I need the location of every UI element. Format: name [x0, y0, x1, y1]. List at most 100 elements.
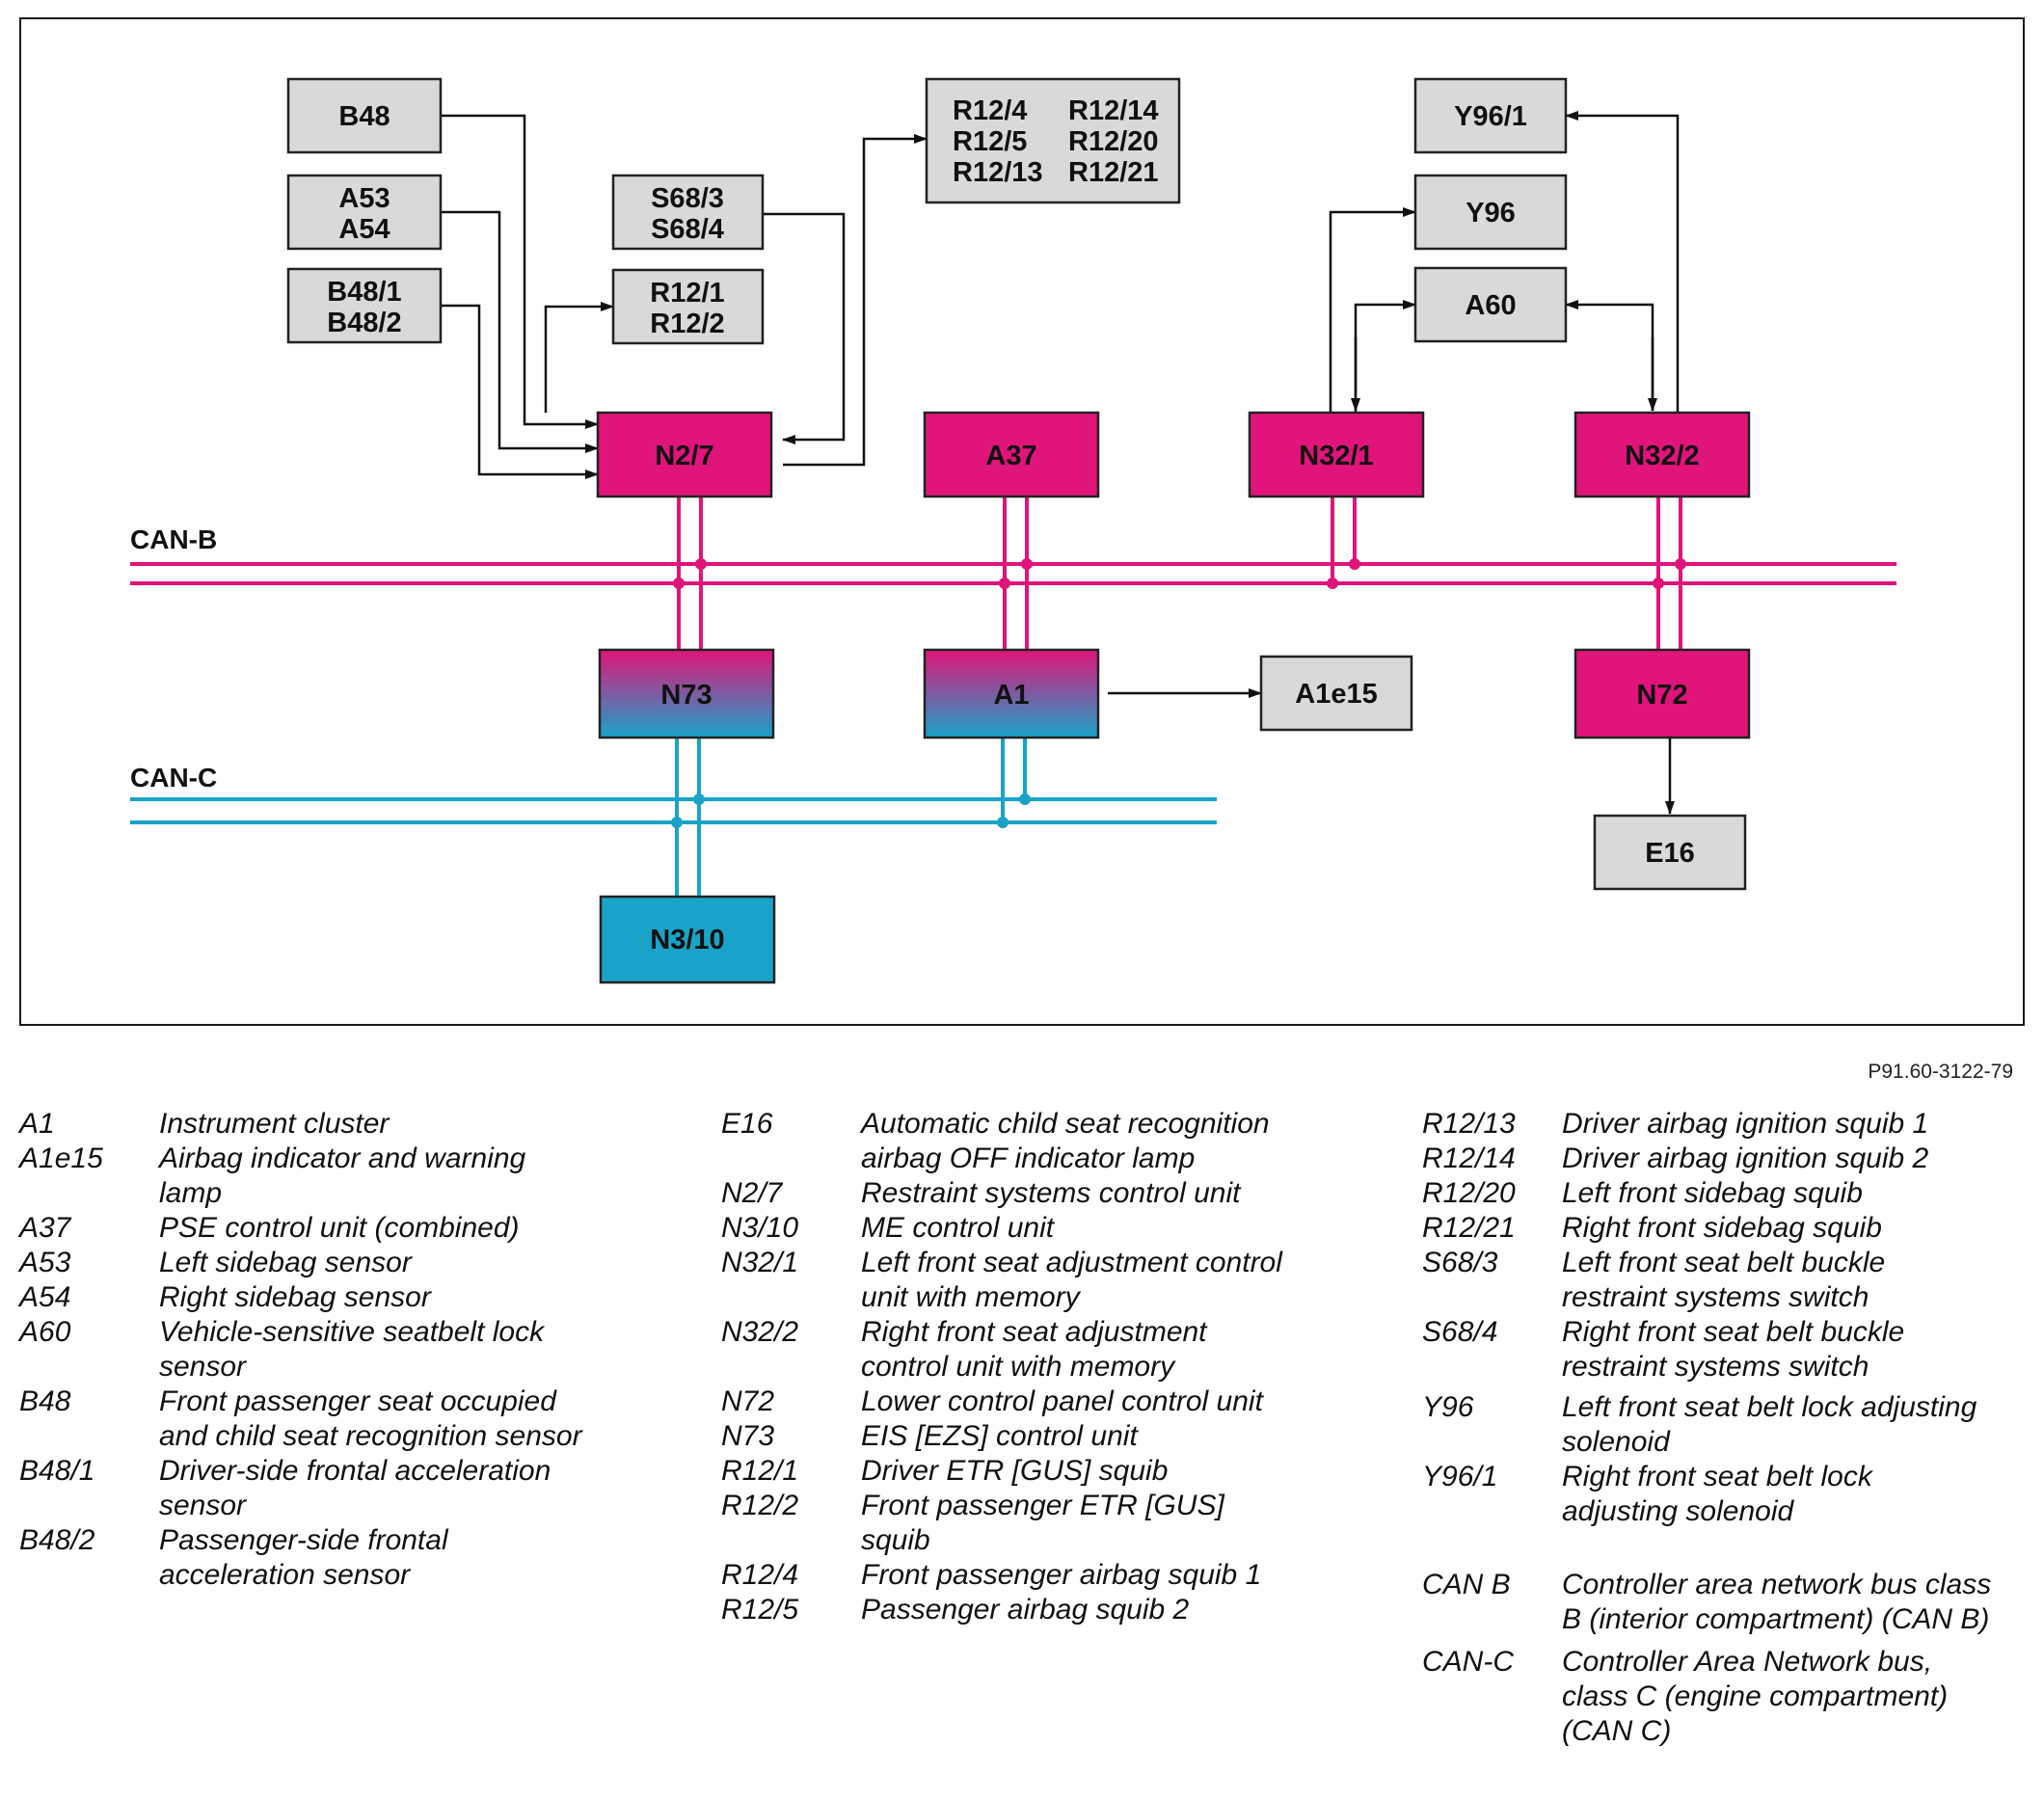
legend-code: N2/7: [721, 1177, 783, 1209]
legend-description: Right front sidebag squib: [1562, 1211, 1882, 1246]
legend-description-line: Left front seat belt lock adjusting: [1562, 1391, 1977, 1423]
legend-description-line: control unit with memory: [861, 1351, 1175, 1383]
label-n72: N72: [1636, 680, 1687, 711]
label-n32-1: N32/1: [1299, 441, 1373, 471]
legend-code: CAN-C: [1422, 1646, 1514, 1678]
legend-code: N32/1: [721, 1247, 799, 1278]
legend-description: Front passenger airbag squib 1: [861, 1558, 1261, 1593]
legend-code: R12/20: [1422, 1177, 1516, 1209]
legend-code: R12/5: [721, 1594, 799, 1626]
legend-row: N2/7 Restraint systems control unit: [721, 1176, 1386, 1211]
legend-code: B48: [19, 1385, 71, 1417]
can-b-bus: [130, 562, 1896, 585]
label-r12-1: R12/1: [650, 278, 724, 309]
legend-code: R12/14: [1422, 1142, 1516, 1174]
legend-description-line: EIS [EZS] control unit: [861, 1420, 1138, 1452]
legend-description-line: Vehicle-sensitive seatbelt lock: [159, 1316, 545, 1348]
legend-description-line: Airbag indicator and warning: [159, 1142, 526, 1174]
legend-description: Right sidebag sensor: [159, 1280, 431, 1315]
legend-code: A1e15: [19, 1142, 103, 1174]
legend-description-line: Instrument cluster: [159, 1108, 390, 1140]
legend-description-line: Lower control panel control unit: [861, 1385, 1263, 1417]
box-b48: [286, 77, 443, 154]
box-n2-7: [596, 411, 773, 498]
label-s68-4: S68/4: [651, 214, 724, 245]
legend-description: EIS [EZS] control unit: [861, 1419, 1138, 1454]
legend-description-line: Left front seat adjustment control: [861, 1247, 1282, 1278]
label-b48-1: B48/1: [327, 277, 401, 308]
legend-description-line: sensor: [159, 1490, 247, 1521]
legend-description-line: squib: [861, 1524, 930, 1556]
block-diagram: CAN-B CAN-C: [130, 77, 1896, 984]
legend-code: N73: [721, 1420, 775, 1452]
legend-code: E16: [721, 1108, 773, 1140]
can-c-junctions: [671, 793, 1031, 828]
legend-description-line: lamp: [159, 1177, 223, 1209]
legend-description: Driver airbag ignition squib 2: [1562, 1142, 1928, 1176]
legend-description: Driver ETR [GUS] squib: [861, 1454, 1168, 1489]
label-n3-10: N3/10: [650, 925, 724, 955]
label-a37: A37: [985, 441, 1036, 471]
legend-description: Passenger airbag squib 2: [861, 1593, 1189, 1627]
legend-code: R12/4: [721, 1559, 799, 1591]
legend-description-line: sensor: [159, 1351, 247, 1383]
box-a1: [923, 648, 1100, 739]
box-n73: [598, 648, 775, 739]
legend-description-line: Automatic child seat recognition: [861, 1108, 1270, 1140]
legend-code: CAN B: [1422, 1569, 1511, 1600]
label-a60: A60: [1465, 290, 1516, 321]
legend-description-line: B (interior compartment) (CAN B): [1562, 1603, 1990, 1635]
label-a53: A53: [338, 183, 390, 214]
legend-description: Controller Area Network bus,class C (eng…: [1562, 1645, 1948, 1749]
legend-code: R12/13: [1422, 1108, 1516, 1140]
legend-description: Lower control panel control unit: [861, 1384, 1263, 1419]
legend-description-line: Restraint systems control unit: [861, 1177, 1241, 1209]
box-n3-10: [599, 895, 776, 984]
legend-row: R12/20 Left front sidebag squib: [1422, 1176, 2039, 1211]
legend-description-line: acceleration sensor: [159, 1559, 411, 1591]
legend-code: R12/2: [721, 1490, 799, 1521]
legend-description-line: unit with memory: [861, 1281, 1080, 1313]
legend-row: R12/4 Front passenger airbag squib 1: [721, 1558, 1386, 1593]
legend-description-line: Driver airbag ignition squib 2: [1562, 1142, 1929, 1174]
legend-row: CAN-C Controller Area Network bus,class C…: [1422, 1645, 2039, 1749]
legend-description-line: Passenger-side frontal: [159, 1524, 448, 1556]
legend-description-line: Front passenger airbag squib 1: [861, 1559, 1262, 1591]
legend-code: A37: [19, 1212, 71, 1244]
legend-code: A1: [19, 1108, 55, 1140]
box-b48-1-2: [286, 267, 443, 344]
box-a60: [1413, 266, 1568, 343]
label-s68-3: S68/3: [651, 183, 724, 214]
legend-description: Left front sidebag squib: [1562, 1176, 1863, 1211]
label-b48-2: B48/2: [327, 308, 401, 338]
label-r12-21: R12/21: [1068, 157, 1159, 188]
signal-wires: [441, 111, 1680, 815]
box-r12-1-2: [611, 268, 765, 345]
control-units: [596, 411, 1751, 984]
box-n32-1: [1248, 411, 1425, 498]
legend-code: B48/1: [19, 1455, 95, 1487]
figure-reference: P91.60-3122-79: [1868, 1061, 2013, 1083]
legend-description: Instrument cluster: [159, 1107, 389, 1142]
legend-code: Y96/1: [1422, 1461, 1498, 1492]
legend-description-line: Left sidebag sensor: [159, 1247, 412, 1278]
